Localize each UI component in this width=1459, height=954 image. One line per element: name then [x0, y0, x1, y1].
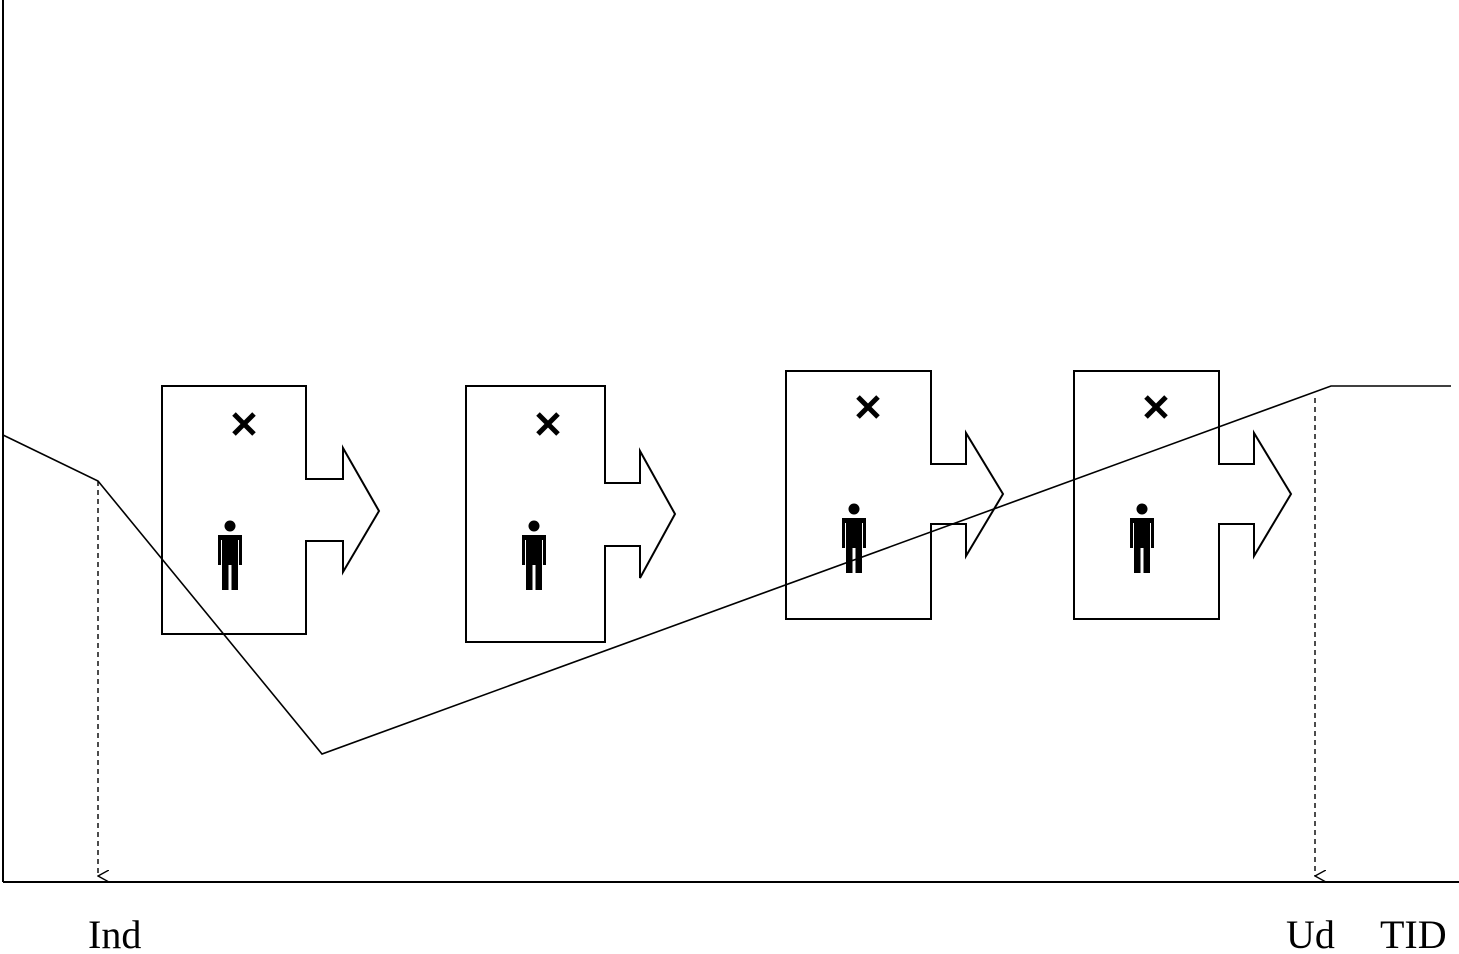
ud-label: Ud — [1286, 912, 1335, 954]
stage-3-box — [785, 370, 1005, 620]
trend-line — [2, 385, 1451, 755]
ind-label: Ind — [88, 912, 141, 954]
stage-4-box — [1073, 370, 1293, 620]
tid-label: TID — [1380, 912, 1447, 954]
stage-1-box — [161, 385, 381, 635]
stage-2-box — [465, 385, 677, 643]
